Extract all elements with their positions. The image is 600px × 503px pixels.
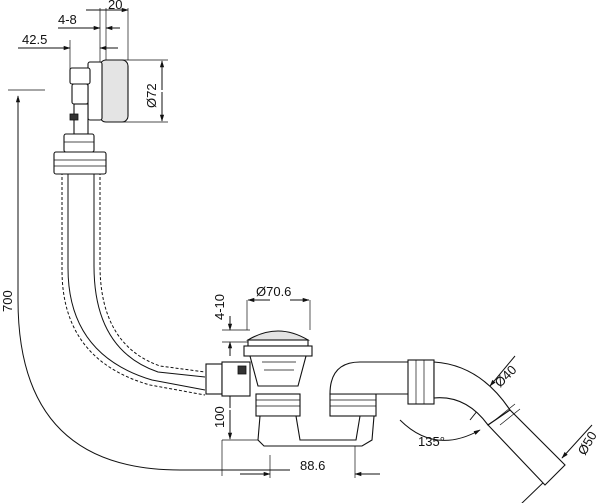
flex-hose <box>53 151 206 396</box>
dim-plug-diameter: Ø70.6 <box>256 284 291 299</box>
overflow-head <box>63 59 129 153</box>
dim-height: 100 <box>212 406 227 428</box>
dim-angle: 135° <box>418 434 445 449</box>
waste-body <box>205 330 566 486</box>
dim-adjust-range: 4-8 <box>58 12 77 27</box>
dim-top-gap: 20 <box>108 0 122 12</box>
dimension-labels: 20 4-8 42.5 Ø72 700 Ø70.6 4-10 100 88.6 … <box>0 0 600 473</box>
dim-total-length: 700 <box>0 290 15 312</box>
dim-outlet-offset: 88.6 <box>300 458 325 473</box>
dim-cap-diameter: Ø72 <box>144 83 159 108</box>
dim-plug-lift: 4-10 <box>212 294 227 320</box>
dim-pipe-diameter-50: Ø50 <box>575 429 600 458</box>
dim-overflow-offset: 42.5 <box>22 32 47 47</box>
dim-pipe-diameter-40: Ø40 <box>492 362 520 390</box>
